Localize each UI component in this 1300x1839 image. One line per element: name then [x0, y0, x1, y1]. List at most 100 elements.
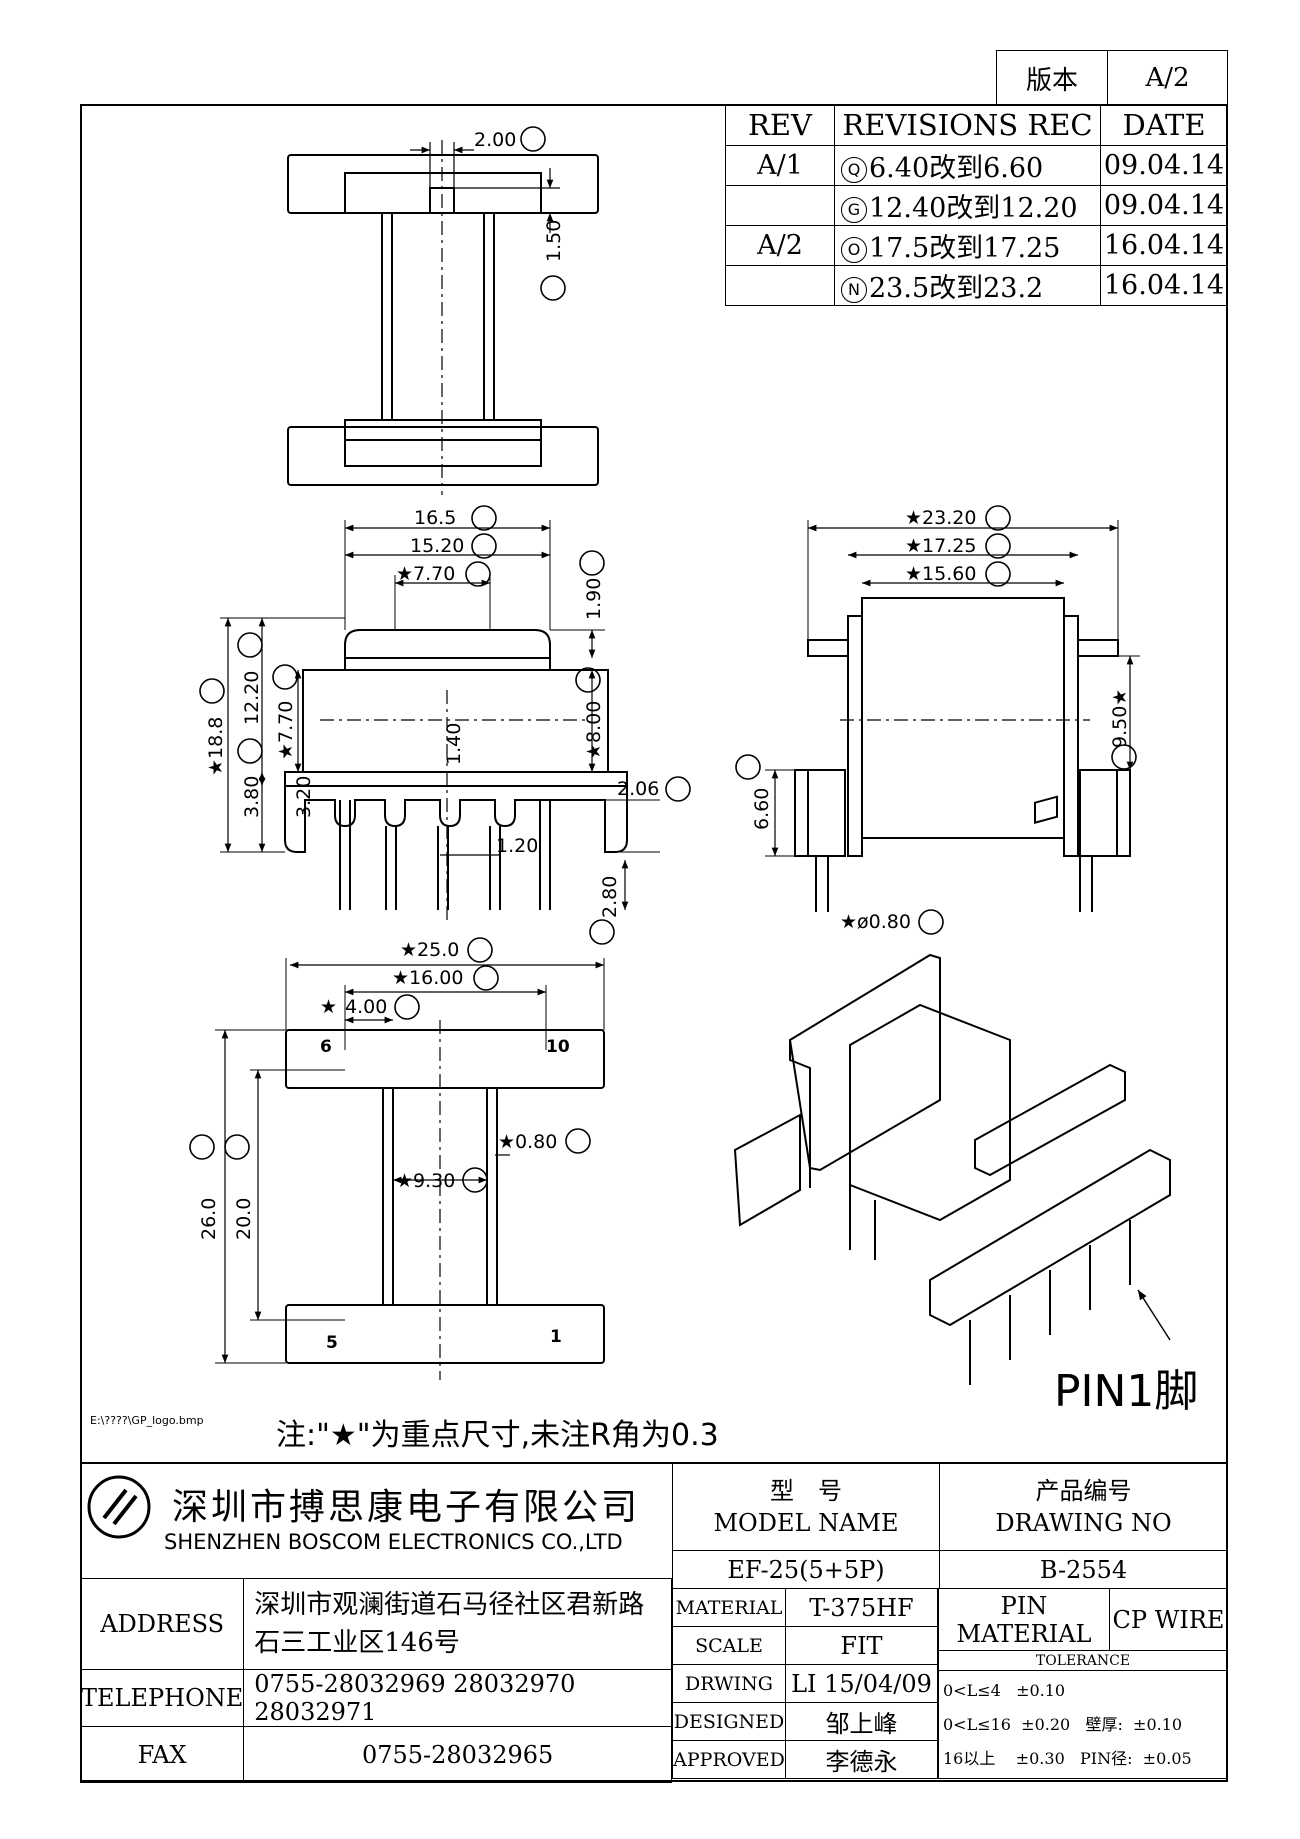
tol2-value: ±0.20 — [1021, 1714, 1071, 1734]
tol3-value: ±0.30 — [1015, 1748, 1065, 1768]
dim-pitch: 1.20 — [496, 835, 538, 857]
tolerance-label: TOLERANCE — [938, 1650, 1228, 1671]
dim-q: 6.60 — [751, 788, 773, 830]
tol1-range: 0<L≤4 — [943, 1680, 1001, 1700]
top-view — [287, 140, 599, 495]
pin-material-label-2: MATERIAL — [956, 1619, 1092, 1648]
scale-value: FIT — [785, 1626, 938, 1665]
model-name-header: 型 号 MODEL NAME — [672, 1462, 940, 1551]
version-value: A/2 — [1107, 50, 1228, 106]
approved-label: APPROVED — [672, 1740, 786, 1779]
dim-t: ★ø0.80 — [840, 911, 911, 933]
wall-label: 壁厚: — [1085, 1714, 1123, 1734]
model-value: EF-25(5+5P) — [672, 1550, 940, 1589]
rev-cell — [725, 265, 835, 306]
pin-label-1: 1 — [550, 1327, 562, 1347]
pin1-label: PIN1脚 — [1054, 1366, 1199, 1417]
dim-f: ★18.8 — [205, 717, 227, 776]
drawing-value: B-2554 — [939, 1550, 1228, 1589]
company-name-en: SHENZHEN BOSCOM ELECTRONICS CO.,LTD — [164, 1530, 623, 1554]
address-value: 深圳市观澜街道石马径社区君新路 石三工业区146号 — [243, 1578, 672, 1670]
drawing-note: 注:"★"为重点尺寸,未注R角为0.3 — [276, 1418, 719, 1453]
technical-drawing: 2.00 1.50 16.5 15.20 ★7.70 1.90 12.20 ★1… — [189, 126, 1171, 1385]
tolerance-table: PIN MATERIAL CP WIRE TOLERANCE 0<L≤4 ±0.… — [938, 1588, 1228, 1779]
revision-desc: 23.5改到23.2 — [869, 273, 1044, 304]
model-table: 型 号 MODEL NAME 产品编号 DRAWING NO EF-25(5+5… — [672, 1462, 1228, 1589]
dim-j: 1.90 — [583, 578, 605, 620]
tolerance-row-1: 0<L≤4 ±0.10 — [943, 1674, 1227, 1708]
drawing-label: DRWING — [672, 1664, 786, 1703]
date-header: DATE — [1100, 104, 1228, 146]
revision-date: 16.04.14 — [1100, 225, 1228, 266]
scale-label: SCALE — [672, 1626, 786, 1665]
drawing-no-header: 产品编号 DRAWING NO — [939, 1462, 1228, 1551]
drawing-cn: 产品编号 — [1035, 1476, 1132, 1505]
dim-e: ★7.70 — [396, 563, 455, 585]
pin-label-10: 10 — [546, 1037, 570, 1057]
dim-a: 2.00 — [474, 129, 516, 151]
tolerance-row-2: 0<L≤16 ±0.20 壁厚: ±0.10 — [943, 1708, 1227, 1742]
tol2-range: 0<L≤16 — [943, 1714, 1011, 1734]
dim-m: 2.80 — [599, 876, 621, 918]
dim-g: 12.20 — [241, 671, 263, 725]
version-label: 版本 — [996, 50, 1108, 106]
material-label: MATERIAL — [672, 1588, 786, 1627]
wall-value: ±0.10 — [1133, 1714, 1183, 1734]
designed-by: 邹上峰 — [785, 1702, 938, 1741]
logo-path-text: E:\????\GP_logo.bmp — [90, 1414, 204, 1427]
revision-date: 09.04.14 — [1100, 145, 1228, 186]
tol3-range: 16以上 — [943, 1748, 996, 1768]
revision-date: 09.04.14 — [1100, 185, 1228, 226]
pin-material-value: CP WIRE — [1109, 1588, 1228, 1651]
address-label: ADDRESS — [79, 1578, 245, 1670]
bottom-view — [215, 958, 605, 1380]
contact-table: ADDRESS 深圳市观澜街道石马径社区君新路 石三工业区146号 TELEPH… — [79, 1578, 672, 1783]
model-en: MODEL NAME — [713, 1508, 899, 1537]
revision-mark: G — [841, 196, 867, 223]
tolerance-row-3: 16以上 ±0.30 PIN径: ±0.05 — [943, 1742, 1227, 1776]
revision-mark: Q — [841, 156, 867, 183]
dim-y1: ★0.80 — [498, 1131, 557, 1153]
dim-s: 9.50★ — [1109, 689, 1131, 748]
dim-v: ★16.00 — [392, 967, 463, 989]
revision-mark: N — [841, 276, 867, 303]
revision-desc: 17.5改到17.25 — [869, 233, 1061, 264]
pin-label-5: 5 — [326, 1333, 338, 1353]
rev-cell: A/2 — [725, 225, 835, 266]
dim-y: 20.0 — [233, 1198, 255, 1240]
pin-material-label-1: PIN — [1000, 1591, 1048, 1620]
pin-dia-label: PIN径: — [1080, 1748, 1133, 1768]
pin-dia-value: ±0.05 — [1142, 1748, 1192, 1768]
drawing-en: DRAWING NO — [995, 1508, 1172, 1537]
dim-u: ★25.0 — [400, 939, 459, 961]
designed-label: DESIGNED — [672, 1702, 786, 1741]
dim-k: ★8.00 — [583, 701, 605, 760]
dim-c: 16.5 — [414, 507, 456, 529]
isometric-view — [733, 795, 1171, 1385]
tol1-value: ±0.10 — [1016, 1680, 1066, 1700]
model-cn: 型 号 — [770, 1476, 842, 1505]
dim-center: 1.40 — [443, 723, 465, 765]
dim-b: 1.50 — [543, 220, 565, 262]
dim-n: ★23.20 — [905, 507, 976, 529]
dim-h2: 3.20 — [293, 776, 315, 818]
tolerance-values: 0<L≤4 ±0.10 0<L≤16 ±0.20 壁厚: ±0.10 16以上 … — [938, 1670, 1228, 1779]
fax-label: FAX — [79, 1726, 245, 1783]
pin-label-6: 6 — [320, 1037, 332, 1057]
pin-material-label: PIN MATERIAL — [938, 1588, 1110, 1651]
drawing-by: LI 15/04/09 — [785, 1664, 938, 1703]
dim-o: ★17.25 — [905, 535, 976, 557]
dim-l: 2.06 — [617, 778, 659, 800]
dim-z: ★9.30 — [396, 1170, 455, 1192]
revision-desc: 6.40改到6.60 — [869, 153, 1044, 184]
revision-desc: 12.40改到12.20 — [869, 193, 1078, 224]
dim-d: 15.20 — [410, 535, 464, 557]
title-block — [80, 1462, 1228, 1784]
dim-h: 3.80 — [241, 776, 263, 818]
